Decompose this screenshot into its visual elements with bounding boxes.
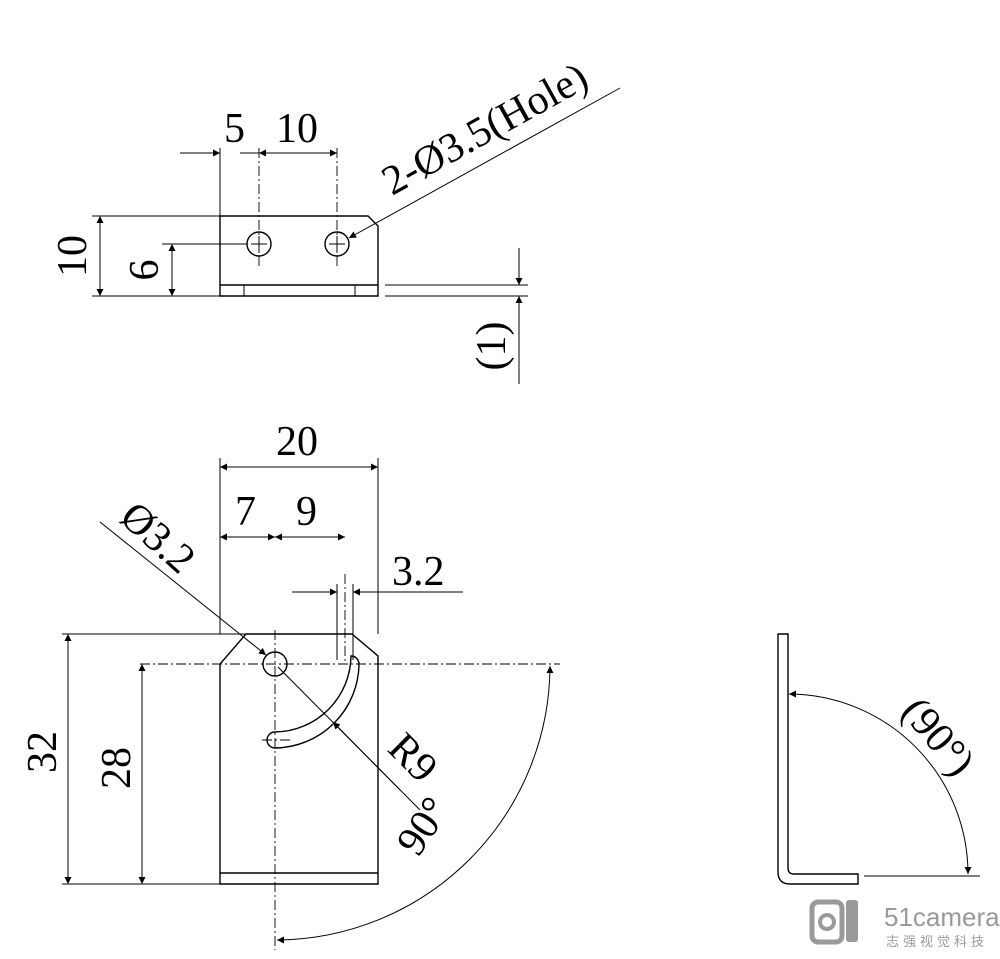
side-bracket-profile [777,633,859,885]
camera-logo-icon [809,899,845,945]
dim-front-28: 28 [94,747,140,789]
dim-front-angle: 90° [388,789,459,863]
side-view: (90°) [777,633,983,885]
dim-front-r9: R9 [379,725,446,792]
dim-front-20: 20 [276,419,318,465]
front-view: 20 7 9 3.2 Ø3.2 32 28 R9 90° [20,419,560,950]
dim-front-32: 32 [20,731,66,773]
dim-top-5: 5 [224,106,245,152]
watermark-text: 51camera [884,902,1000,932]
dim-top-thickness: (1) [469,322,515,371]
hole-callout: 2-Ø3.5(Hole) [375,54,596,204]
dim-front-hole-diameter: Ø3.2 [111,493,203,583]
front-plate-outline [219,633,379,885]
dim-front-9: 9 [296,489,317,535]
dim-top-hole-height: 6 [122,260,168,281]
top-view: 5 10 10 6 (1) 2-Ø3.5(Hole) [50,54,621,384]
watermark-subtext: 志强视觉科技 [886,934,988,949]
dim-front-3-2: 3.2 [392,549,445,595]
watermark-logo: 51camera 志强视觉科技 [809,899,1000,949]
dim-side-angle: (90°) [892,689,983,785]
dim-top-10: 10 [276,106,318,152]
front-angle-arc [276,665,554,944]
dim-front-7: 7 [235,489,256,535]
dim-top-height: 10 [50,235,96,277]
side-angle-arc [788,690,972,875]
top-plate-outline [219,215,379,297]
